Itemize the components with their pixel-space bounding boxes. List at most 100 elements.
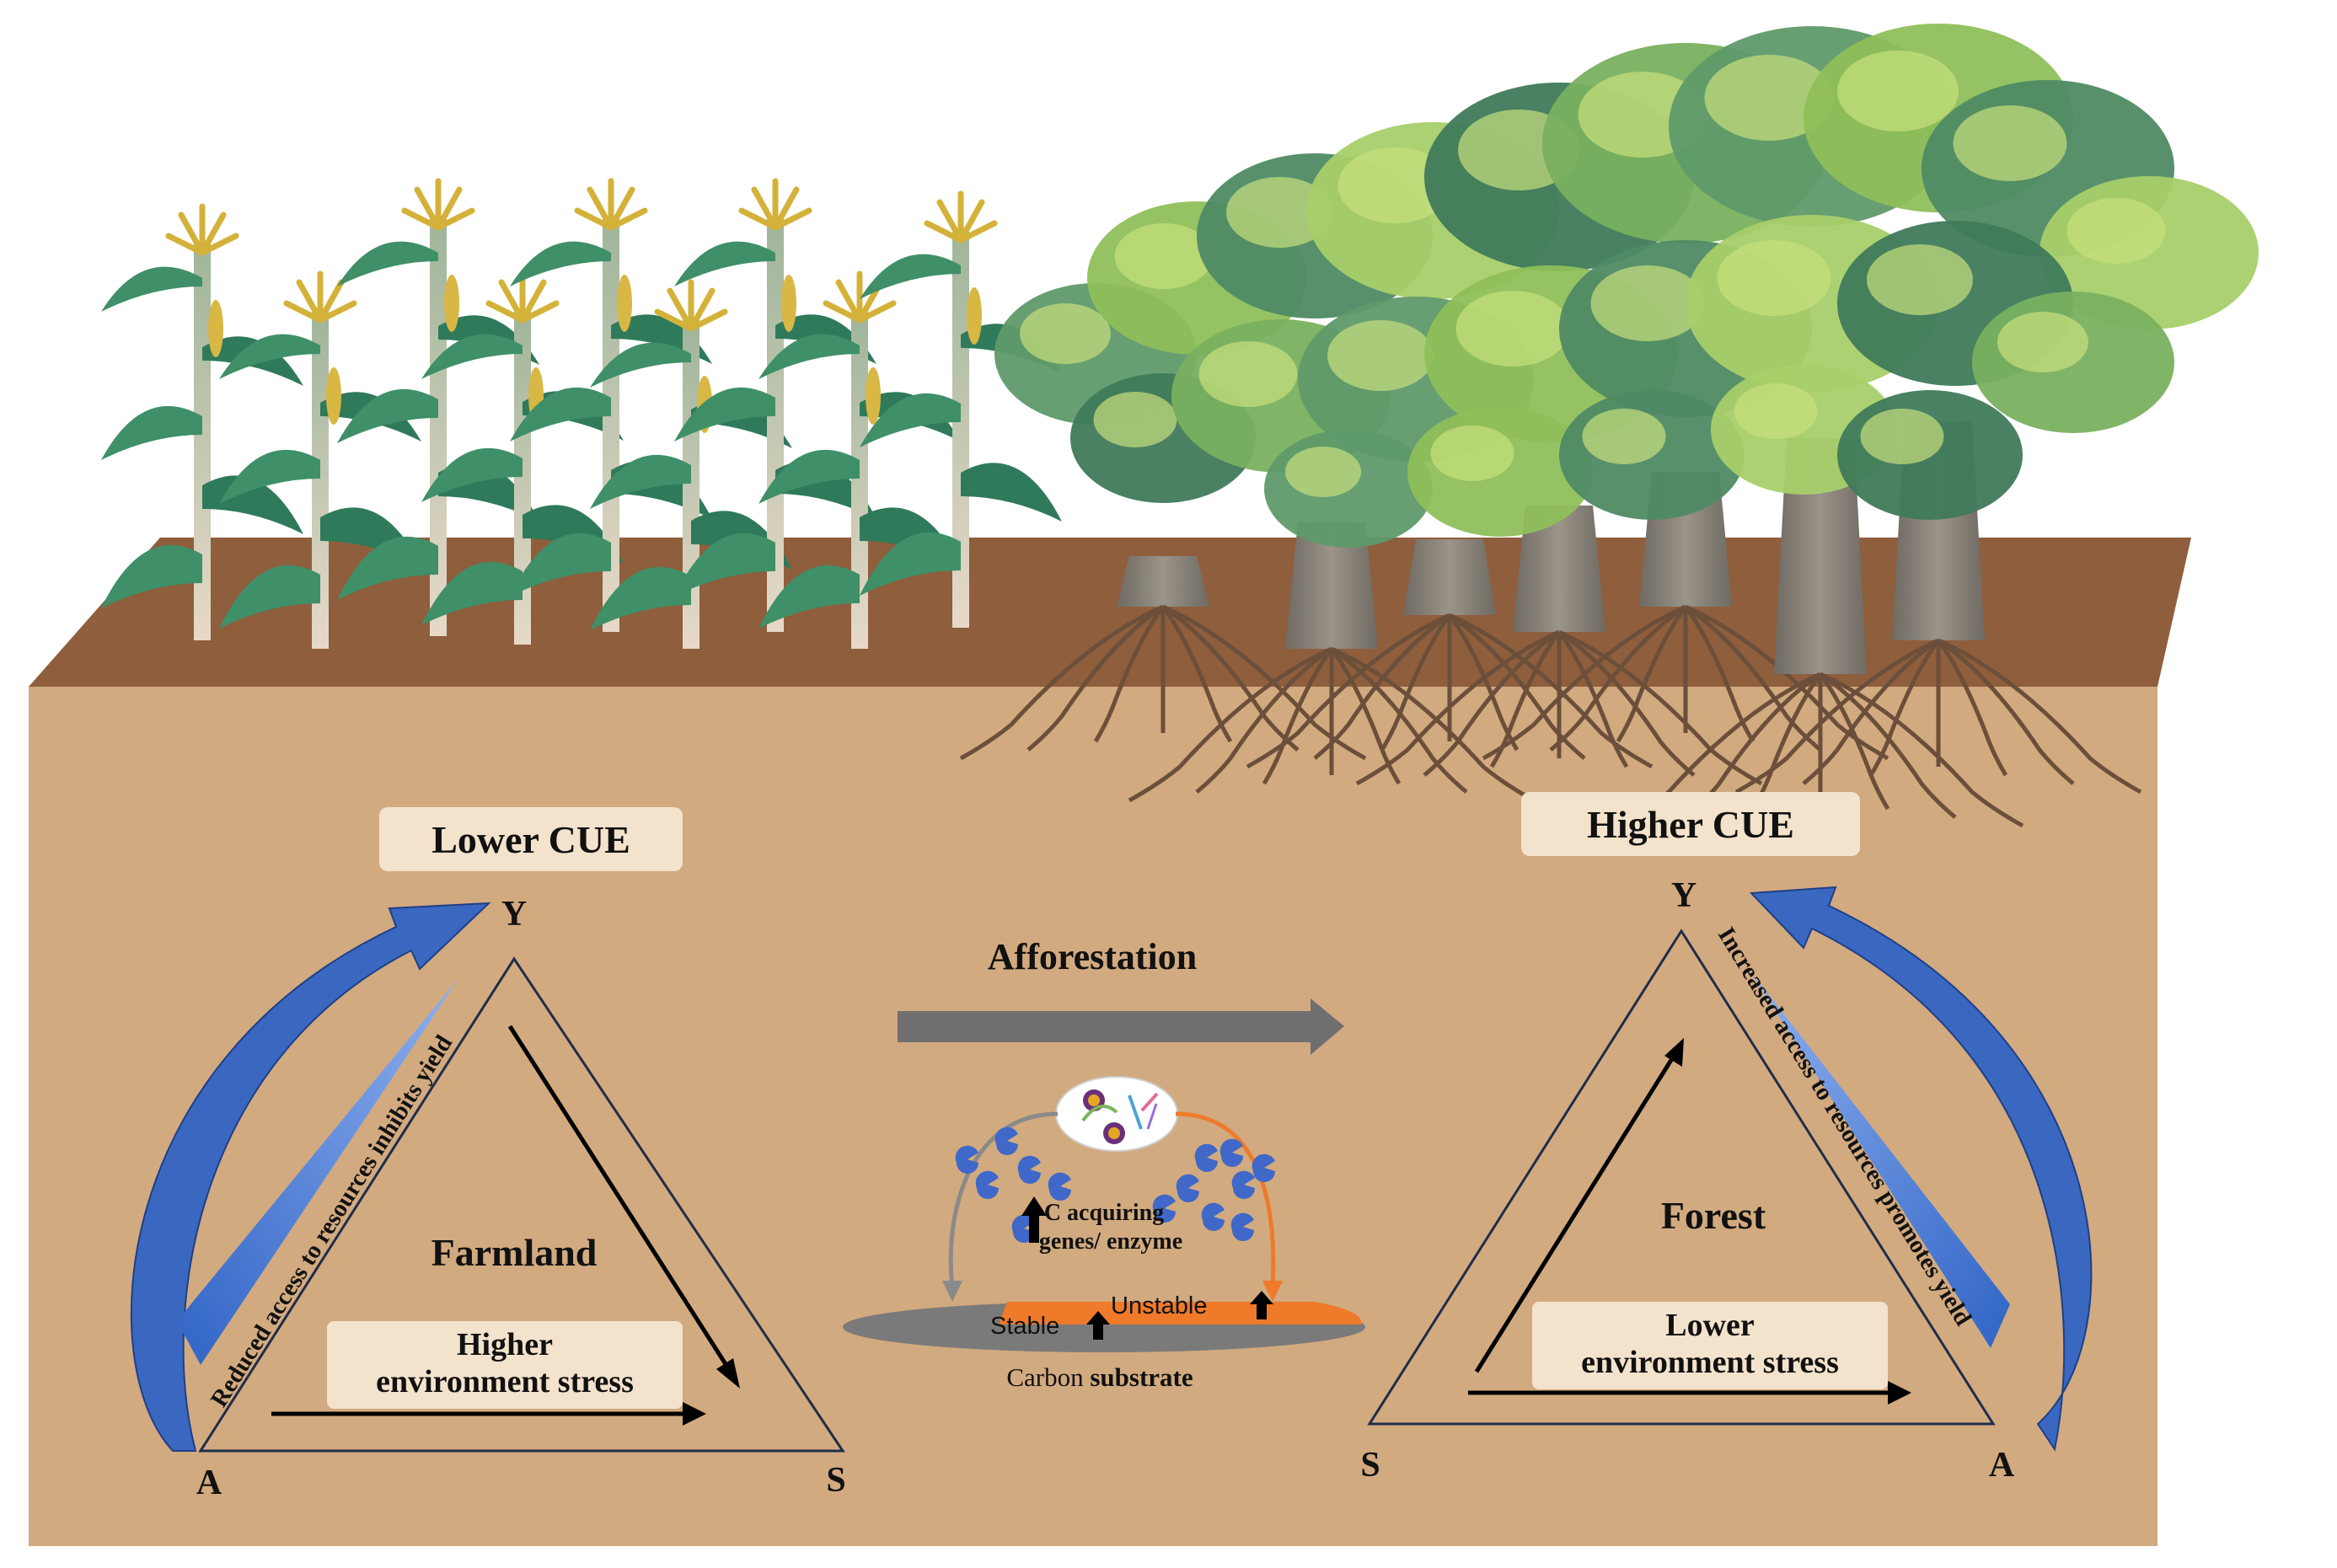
soil-top-surface: [29, 538, 2191, 687]
maize-stalk: [767, 219, 784, 632]
maize-stalk: [430, 219, 447, 636]
arrowhead-y-to-s: [716, 1358, 740, 1389]
maize-leaf: [674, 387, 775, 442]
maize-tassel: [283, 270, 357, 324]
maize-leaf: [510, 532, 611, 597]
enzyme-icons: [955, 1126, 1275, 1243]
lower-stress-line2: environment stress: [1581, 1345, 1839, 1380]
farmland-triangle: [198, 956, 845, 1453]
arrowhead-s-to-a: [1888, 1381, 1911, 1405]
maize-leaf: [421, 447, 523, 502]
forest-triangle: [1367, 928, 1996, 1426]
enzyme-icon: [955, 1145, 978, 1174]
tree-canopy-highlight: [1704, 55, 1834, 141]
tree-canopy-highlight: [1337, 147, 1452, 223]
maize-leaf: [758, 449, 860, 504]
maize-leaf: [510, 387, 611, 442]
forest-center-label: Forest: [1661, 1194, 1766, 1237]
farmland-vertex-a: A: [196, 1464, 222, 1502]
blue-curved-arrow-forest: [1749, 886, 2093, 1452]
enzyme-icon: [1194, 1143, 1218, 1172]
lower-stress-box: [1532, 1302, 1888, 1389]
maize-leaf: [337, 241, 438, 286]
maize-stalk: [514, 312, 531, 645]
tree-roots: [1616, 672, 2024, 828]
maize-leaf: [758, 334, 860, 379]
higher-stress-line1: Higher: [457, 1327, 553, 1362]
maize-leaf: [860, 532, 961, 596]
maize-field-illustration: [101, 178, 1062, 649]
maize-leaf: [590, 342, 691, 388]
maize-tassel: [165, 203, 239, 256]
maize-tassel: [574, 178, 648, 231]
maize-tassel: [738, 178, 812, 231]
maize-leaf: [101, 544, 202, 608]
genes-up-arrow: [1021, 1196, 1047, 1243]
tree-canopy-highlight: [1590, 265, 1705, 341]
unstable-label: Unstable: [1111, 1292, 1207, 1319]
maize-leaf: [674, 241, 775, 286]
tree-roots: [1246, 613, 1654, 769]
tree-trunk-group: [959, 556, 1367, 761]
maize-leaf: [337, 536, 438, 600]
maize-ear: [208, 300, 223, 357]
forest-illustration: [959, 24, 2259, 828]
maize-ear: [866, 367, 881, 425]
black-arrow-y-to-s: [507, 1025, 734, 1375]
higher-cue-label: Higher CUE: [1587, 803, 1794, 846]
maize-leaf: [860, 393, 961, 447]
gray-flow-arrowhead: [942, 1281, 962, 1302]
blue-curved-arrow-farmland: [130, 902, 491, 1452]
tree-trunk-group: [1128, 522, 1536, 803]
maize-ear: [781, 275, 796, 332]
tree-roots: [1482, 604, 1889, 761]
tree-canopy-highlight: [1734, 383, 1818, 439]
tree-trunk-group: [1616, 438, 2024, 828]
tree-canopy-highlight: [1226, 177, 1332, 248]
tree-trunk: [1403, 539, 1496, 615]
maize-ear: [617, 275, 632, 332]
higher-stress-box: [327, 1321, 683, 1409]
stable-up-arrow: [1086, 1311, 1110, 1340]
tree-roots: [1355, 629, 1763, 786]
tree-canopy-highlight: [1860, 409, 1944, 464]
lower-stress-line1: Lower: [1665, 1308, 1755, 1343]
tree-trunk-group: [1355, 506, 1763, 786]
enzyme-icon: [994, 1126, 1018, 1155]
farmland-vertex-s: S: [826, 1461, 845, 1500]
tree-canopy-highlight: [1867, 244, 1973, 315]
maize-leaf: [219, 565, 320, 629]
afforestation-panel: Afforestation C acquiring genes/ enzyme …: [843, 936, 1365, 1392]
black-arrow-s-to-y: [1474, 1052, 1678, 1373]
tree-trunk: [1513, 506, 1605, 632]
tree-roots: [1128, 646, 1536, 803]
enzyme-icon: [1152, 1194, 1176, 1223]
tree-canopy-highlight: [1020, 303, 1111, 364]
maize-stalk: [312, 312, 329, 649]
maize-plant: [758, 270, 961, 649]
maize-stalk: [851, 312, 868, 649]
maize-plant: [510, 178, 712, 632]
enzyme-icon: [1176, 1174, 1199, 1202]
enzyme-icon: [1048, 1172, 1071, 1201]
enzyme-icon: [1230, 1212, 1254, 1241]
carbon-substrate-bold: substrate: [1090, 1362, 1193, 1392]
maize-ear: [967, 287, 982, 345]
tree-trunk: [1774, 438, 1867, 674]
afforestation-label: Afforestation: [988, 936, 1197, 977]
enzyme-icon: [1219, 1138, 1243, 1167]
genes-label-line2: genes/ enzyme: [1039, 1228, 1182, 1255]
tree-canopy-highlight: [1285, 447, 1361, 497]
stable-label: Stable: [990, 1313, 1059, 1340]
tree-canopy-highlight: [1455, 291, 1570, 367]
maize-leaf: [590, 566, 691, 630]
maize-leaf: [101, 266, 202, 312]
forest-vertex-s: S: [1360, 1446, 1380, 1485]
higher-cue-box: [1521, 792, 1860, 856]
maize-tassel: [485, 270, 560, 324]
lower-cue-box: [379, 807, 683, 871]
tree-canopy-highlight: [1997, 312, 2088, 372]
unstable-segment: [999, 1302, 1362, 1325]
maize-leaf: [510, 241, 611, 286]
